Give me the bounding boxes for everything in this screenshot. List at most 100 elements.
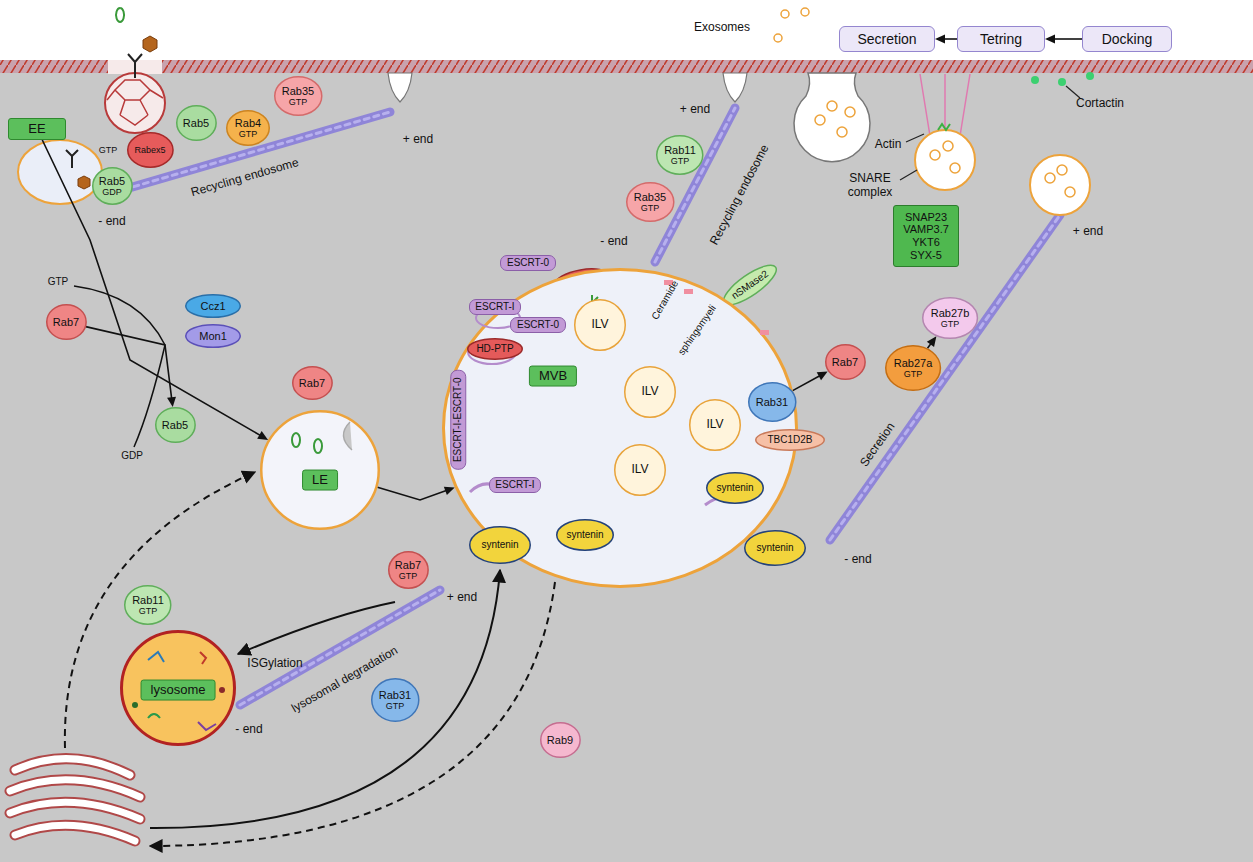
- rab-protein: Rab11GTP: [124, 585, 172, 625]
- gap-protein: TBC1D2B: [755, 429, 825, 451]
- annotation-label: + end: [447, 591, 477, 605]
- flow-arrow: [927, 336, 937, 348]
- node-text: Rab11: [132, 594, 164, 607]
- escrt-band: ESCRT-0: [500, 255, 556, 271]
- rab-protein: Rab11GTP: [656, 135, 704, 175]
- outline-ellipse: [625, 367, 676, 418]
- secretory-vesicles-part: [1058, 78, 1066, 86]
- annotation-label: Recycling endosome: [190, 156, 301, 200]
- text-group: Rab27aGTP: [894, 357, 933, 380]
- secretory-vesicles: [794, 72, 1094, 215]
- rab-protein: Rab7: [825, 344, 866, 380]
- node-text: Tetring: [980, 31, 1022, 47]
- secretory-vesicles-part: [943, 141, 953, 151]
- secretory-vesicles-part: [1065, 187, 1075, 197]
- node-text: YKT6: [903, 236, 949, 249]
- rab-conversion-lines: [74, 286, 165, 447]
- text-group: ESCRT-0: [517, 319, 559, 331]
- rab-protein: Rab31GTP: [371, 678, 420, 722]
- annotation-label: Actin: [875, 138, 902, 152]
- text-group: Rab7GTP: [395, 559, 421, 582]
- step-box: Secretion: [839, 26, 935, 52]
- node-text: ILV: [591, 318, 608, 332]
- arrow-head: [927, 336, 937, 347]
- secretory-vesicles-part: [1057, 165, 1067, 175]
- state-label: GTP: [132, 606, 164, 616]
- annotation-label: - end: [844, 553, 871, 567]
- node-text: Ccz1: [200, 300, 225, 313]
- flow-arrow: [1045, 35, 1082, 44]
- leader-lines: [900, 86, 1080, 180]
- outline-ellipse: [186, 325, 241, 348]
- exosome-particles: [774, 8, 809, 42]
- secretory-vesicles-part: [1045, 173, 1055, 183]
- step-box: Docking: [1082, 26, 1172, 52]
- node-text: syntenin: [716, 482, 753, 494]
- outline-ellipse: [540, 723, 579, 758]
- syntenin-protein: syntenin: [469, 526, 531, 564]
- rab-protein: Rab5GDP: [92, 167, 133, 205]
- secretory-vesicles-part: [827, 101, 837, 111]
- text-group: Rab31GTP: [379, 689, 411, 712]
- compartment-label: lysosome: [141, 680, 216, 701]
- golgi-apparatus-part: [10, 780, 140, 797]
- node-text: ILV: [631, 463, 648, 477]
- clathrin-coated-pit-part: [116, 8, 124, 22]
- compartment-label: LE: [302, 470, 338, 491]
- text-group: Docking: [1102, 31, 1153, 47]
- outline-ellipse: [626, 183, 673, 222]
- plasma-membrane-part: [388, 73, 412, 102]
- compartment-label: MVB: [529, 366, 577, 387]
- text-group: ILV: [641, 385, 658, 399]
- node-text: Docking: [1102, 31, 1153, 47]
- secretory-vesicles-part: [930, 150, 940, 160]
- annotation-label: Secretion: [858, 420, 899, 469]
- outline-ellipse: [690, 400, 741, 451]
- node-text: Mon1: [199, 330, 227, 343]
- arrow-head: [257, 431, 268, 440]
- compartment-contents: [292, 422, 352, 453]
- text-group: Rab35GTP: [282, 85, 314, 108]
- secretory-vesicles-part: [950, 163, 960, 173]
- outline-ellipse: [575, 300, 626, 351]
- arrow-head: [167, 397, 176, 407]
- text-group: Rab4GTP: [235, 117, 261, 140]
- state-label: GTP: [235, 129, 261, 139]
- gef-subunit: Ccz1: [185, 294, 241, 318]
- trafficking-arrows-part: [65, 472, 255, 748]
- rab-protein: Rab27aGTP: [885, 345, 941, 391]
- escrt-band: ESCRT-0: [510, 317, 566, 333]
- node-text: ILV: [706, 418, 723, 432]
- compartment-label: EE: [8, 118, 66, 140]
- rab-protein: Rab35GTP: [626, 182, 675, 222]
- node-text: Rabex5: [134, 145, 165, 155]
- state-label: GTP: [634, 203, 666, 213]
- node-text: ESCRT-0: [507, 257, 549, 269]
- outline-ellipse: [470, 527, 531, 564]
- text-group: syntenin: [566, 529, 603, 541]
- intraluminal-vesicle: ILV: [689, 399, 741, 451]
- state-label: GTP: [664, 156, 696, 166]
- secretory-vesicles-part: [915, 130, 975, 190]
- early-endosome-vesicle-part: [78, 176, 90, 189]
- trafficking-arrows-part: [238, 602, 395, 654]
- extracellular-space: [0, 0, 1253, 62]
- node-text: SYX-5: [903, 249, 949, 262]
- golgi-apparatus-part: [10, 802, 140, 819]
- late-endosome: LE: [260, 410, 380, 530]
- node-text: ESCRT-0: [517, 319, 559, 331]
- gef-subunit: Mon1: [185, 324, 241, 348]
- text-group: Tetring: [980, 31, 1022, 47]
- node-text: syntenin: [481, 539, 518, 551]
- text-group: Rab27bGTP: [931, 307, 970, 330]
- syntenin-protein: syntenin: [556, 519, 614, 551]
- rab-protein: Rab9: [540, 722, 581, 758]
- annotation-label: + end: [1073, 225, 1103, 239]
- rab-protein: Rab4GTP: [226, 110, 270, 146]
- node-text: VAMP3.7: [903, 223, 949, 236]
- early-endosome-vesicle-part: [18, 140, 102, 204]
- gef-protein: Rabex5: [127, 132, 174, 168]
- state-label: GTP: [931, 319, 970, 329]
- text-group: Rab5GDP: [99, 175, 125, 198]
